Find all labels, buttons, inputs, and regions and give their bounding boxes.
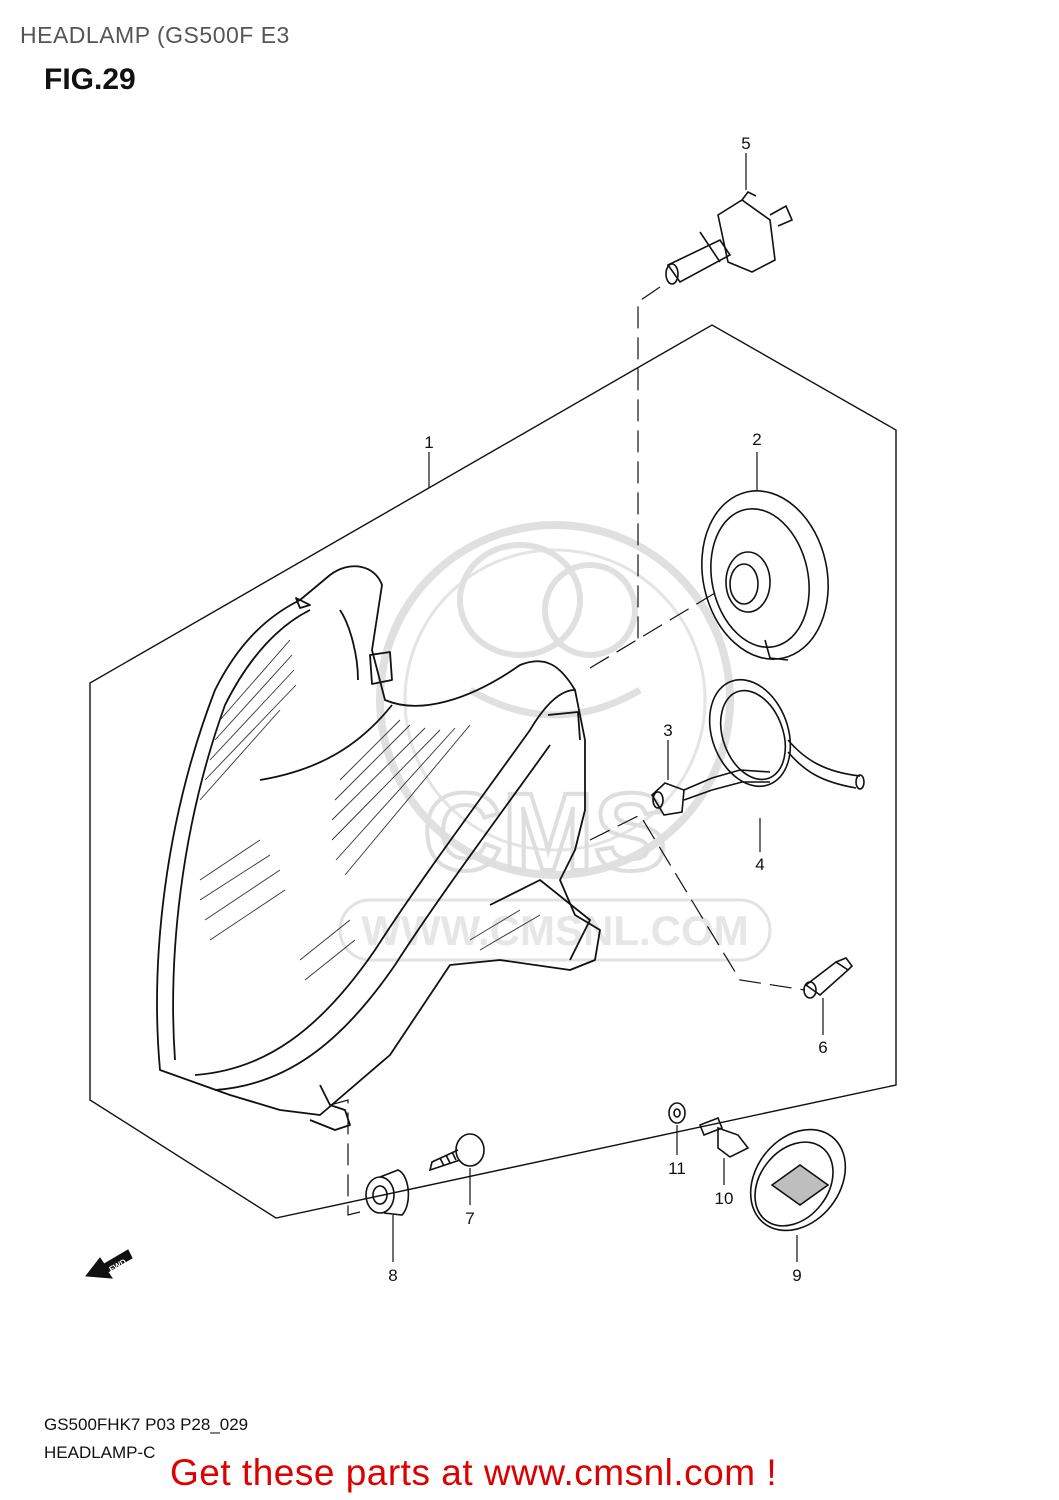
- socket-cover-part: [701, 490, 829, 661]
- reflector-part: [749, 1128, 847, 1232]
- callout-part-3: 3: [663, 721, 672, 740]
- diagram-code: GS500FHK7 P03 P28_029: [44, 1415, 249, 1434]
- fwd-arrow-icon: FWD: [85, 1249, 133, 1279]
- headlamp-housing: [156, 565, 601, 1131]
- wedge-bulb-part: [803, 957, 854, 999]
- housing-hatching: [199, 639, 541, 981]
- h4-bulb-part: [665, 190, 794, 285]
- diagram-name: HEADLAMP-C: [44, 1443, 156, 1462]
- callout-part-8: 8: [388, 1266, 397, 1285]
- rubber-grommet-part: [365, 1169, 410, 1216]
- svg-text:CMS: CMS: [423, 771, 667, 894]
- callout-part-10: 10: [715, 1189, 734, 1208]
- callout-part-2: 2: [752, 430, 761, 449]
- grommet-wire-part: [708, 678, 865, 790]
- promo-link[interactable]: Get these parts at www.cmsnl.com !: [170, 1452, 778, 1493]
- assembly-outline: [89, 324, 897, 1219]
- position-socket-part: [650, 769, 771, 816]
- callout-part-5: 5: [741, 134, 750, 153]
- leader-lines: [392, 153, 824, 1262]
- callout-part-7: 7: [465, 1209, 474, 1228]
- page-title: HEADLAMP (GS500F E3: [20, 22, 290, 48]
- callout-part-4: 4: [755, 855, 764, 874]
- dashed-guide-lines: [329, 286, 806, 1216]
- callout-part-11: 11: [668, 1159, 686, 1178]
- callout-part-6: 6: [818, 1038, 827, 1057]
- figure-number: FIG.29: [44, 63, 136, 96]
- spacer-bolt-part: [698, 1116, 750, 1158]
- watermark-text: WWW.CMSNL.COM: [361, 907, 748, 954]
- callout-part-9: 9: [792, 1266, 801, 1285]
- screw-part: [428, 1133, 485, 1172]
- callout-part-1: 1: [424, 433, 433, 452]
- watermark-logo: CMS WWW.CMSNL.COM: [338, 521, 772, 962]
- washer-part: [668, 1102, 686, 1124]
